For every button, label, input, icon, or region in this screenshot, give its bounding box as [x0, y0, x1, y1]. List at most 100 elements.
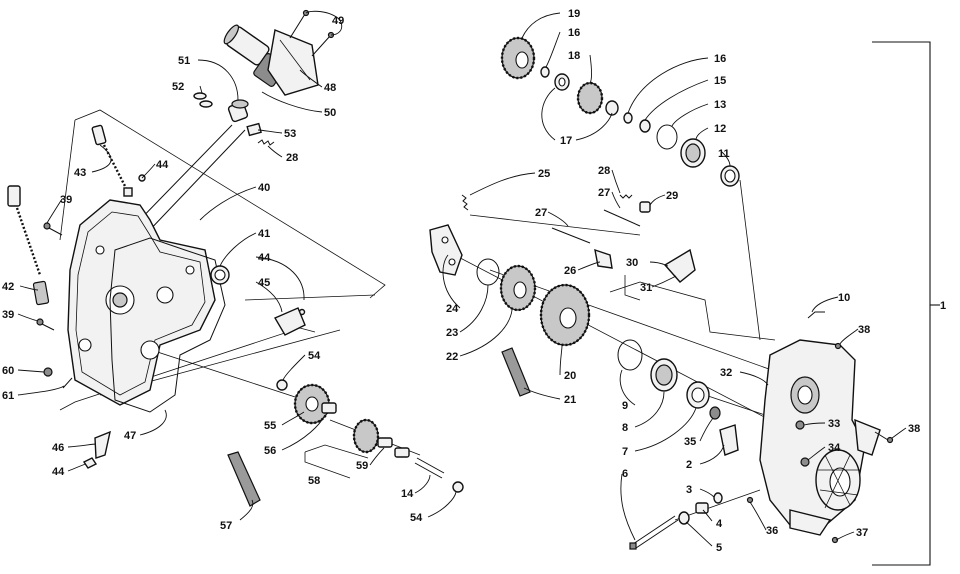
seal-41-bore	[214, 269, 226, 281]
callout-43: 43	[74, 167, 86, 179]
callout-12: 12	[714, 123, 726, 135]
leader-11	[721, 151, 731, 167]
callout-40: 40	[258, 182, 270, 194]
clip-53	[246, 122, 262, 137]
callout-57: 57	[220, 520, 232, 532]
callout-38a: 38	[858, 324, 870, 336]
fork-31	[663, 248, 696, 283]
vent-10	[807, 311, 825, 319]
right-fasteners	[629, 311, 894, 550]
cover-hole	[95, 245, 105, 255]
bolt-39a-shaft	[48, 227, 63, 236]
callout-13: 13	[714, 99, 726, 111]
callout-21: 21	[564, 394, 576, 406]
leader-21	[523, 387, 561, 400]
gear-55-hub	[305, 396, 319, 412]
callout-60: 60	[2, 365, 14, 377]
snap-ring-13	[656, 124, 678, 150]
leader-38b	[891, 427, 907, 439]
leader-27b	[611, 191, 621, 209]
cover-hole	[185, 265, 195, 275]
case-rib	[819, 489, 859, 496]
callout-44a: 44	[156, 159, 169, 171]
cover-bore	[156, 286, 174, 304]
guide-line	[444, 249, 771, 421]
motor-assembly	[193, 9, 335, 146]
callout-33: 33	[828, 418, 840, 430]
cover-hole	[140, 340, 160, 360]
main-gear-case	[759, 339, 881, 536]
leader-50	[261, 91, 323, 113]
guide-frame-left	[74, 109, 386, 299]
lever-hole	[441, 236, 449, 244]
bolt-37	[831, 536, 839, 544]
leader-22	[459, 309, 513, 357]
leader-6	[620, 473, 636, 541]
fork-26	[594, 248, 613, 269]
washer-17-hole	[558, 77, 566, 87]
callout-23: 23	[446, 327, 458, 339]
leader-14	[414, 474, 431, 494]
callout-48: 48	[324, 82, 336, 94]
leader-48	[299, 69, 323, 88]
motor-mount-plate	[267, 29, 319, 96]
bracket-58	[304, 452, 351, 479]
callout-16a: 16	[568, 27, 580, 39]
callout-5: 5	[716, 542, 722, 554]
leader-32	[739, 371, 769, 386]
leader-9	[619, 369, 636, 406]
screw-49b	[311, 35, 331, 57]
leader-60	[17, 369, 45, 373]
callout-1: 1	[940, 300, 946, 312]
callout-24: 24	[446, 303, 459, 315]
leader-3	[699, 488, 715, 498]
sprocket-20-hub	[559, 307, 577, 329]
callout-20: 20	[564, 370, 576, 382]
left-gear-stack	[276, 379, 464, 493]
leader-44c	[67, 463, 87, 472]
coupler-top	[231, 99, 249, 109]
leader-27a	[547, 211, 569, 227]
shaft-27a	[551, 227, 591, 244]
shaft-edge	[129, 124, 233, 231]
leader-54b	[427, 491, 457, 518]
bolt-38b	[886, 436, 894, 444]
washer-3	[713, 492, 723, 504]
sprocket-20-teeth	[539, 283, 591, 347]
leader-44a	[141, 163, 156, 179]
guide-line	[489, 269, 801, 381]
washer-54b	[452, 481, 464, 493]
bolt-39b-shaft	[41, 323, 55, 331]
gear-22-hub	[513, 281, 527, 299]
callout-32: 32	[720, 367, 732, 379]
leader-47	[139, 409, 167, 436]
case-foot	[789, 509, 832, 536]
sensor-tip	[32, 280, 50, 306]
upper-gear-train	[500, 36, 740, 187]
bolt-36	[746, 496, 754, 504]
gasket-47	[109, 237, 226, 413]
leader-23	[459, 284, 489, 333]
cover-body	[67, 199, 216, 406]
guide-line	[624, 275, 641, 301]
leader-13	[671, 103, 709, 127]
leader-38a	[839, 328, 859, 345]
leader-39b	[17, 313, 39, 322]
bolt-39b	[36, 318, 44, 326]
screw-44c	[82, 457, 98, 469]
callout-18: 18	[568, 50, 580, 62]
leader-43	[91, 144, 112, 173]
guide-line	[59, 119, 76, 241]
callout-44c: 44	[52, 466, 65, 478]
callout-56: 56	[264, 445, 276, 457]
ring-9	[617, 339, 643, 371]
callout-leaders	[17, 10, 907, 547]
spring-25	[461, 194, 469, 211]
bolt-6	[635, 519, 679, 549]
callout-41: 41	[258, 228, 270, 240]
callout-19: 19	[568, 8, 580, 20]
gear-18-teeth	[576, 81, 604, 115]
guide-line	[244, 294, 376, 301]
